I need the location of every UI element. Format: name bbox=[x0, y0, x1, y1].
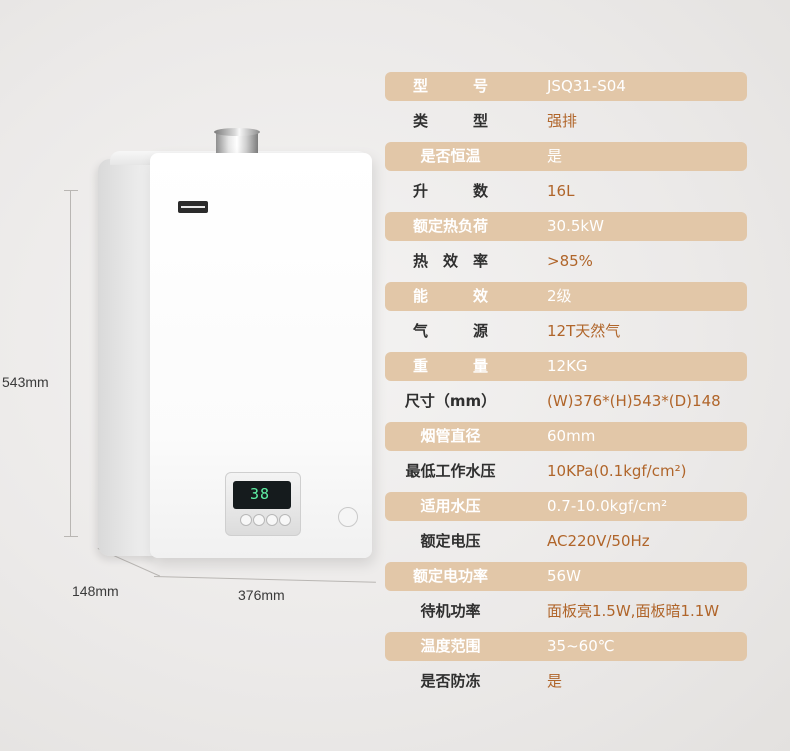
spec-value: 60mm bbox=[547, 427, 596, 445]
spec-value: 是 bbox=[547, 147, 563, 165]
spec-value: 10KPa(0.1kgf/cm²) bbox=[547, 462, 687, 480]
spec-row: 最低工作水压 10KPa(0.1kgf/cm²) bbox=[385, 457, 747, 486]
depth-dimension-label: 148mm bbox=[72, 583, 119, 599]
spec-row: 额定电功率 56W bbox=[385, 562, 747, 591]
spec-value: 2级 bbox=[547, 287, 572, 305]
spec-label: 是否防冻 bbox=[420, 672, 481, 690]
spec-row: 温度范围 35~60℃ bbox=[385, 632, 747, 661]
height-dimension-tick-bottom bbox=[64, 536, 78, 537]
spec-row: 是否防冻 是 bbox=[385, 667, 747, 696]
spec-label: 型 号 bbox=[412, 77, 488, 95]
spec-row: 气 源 12T天然气 bbox=[385, 317, 747, 346]
spec-row: 是否恒温 是 bbox=[385, 142, 747, 171]
spec-label: 最低工作水压 bbox=[405, 462, 496, 480]
spec-label: 额定热负荷 bbox=[412, 217, 488, 235]
spec-label: 温度范围 bbox=[420, 637, 481, 655]
spec-label: 热 效 率 bbox=[412, 252, 488, 270]
spec-value: 强排 bbox=[547, 112, 578, 130]
spec-value: 0.7-10.0kgf/cm² bbox=[547, 497, 668, 515]
height-dimension-line bbox=[70, 190, 71, 536]
spec-value: (W)376*(H)543*(D)148 bbox=[547, 392, 721, 410]
spec-row: 热 效 率 >85% bbox=[385, 247, 747, 276]
height-dimension-tick-top bbox=[64, 190, 78, 191]
spec-row: 待机功率 面板亮1.5W,面板暗1.1W bbox=[385, 597, 747, 626]
spec-value: 12T天然气 bbox=[547, 322, 621, 340]
spec-label: 能 效 bbox=[412, 287, 488, 305]
spec-row: 重 量 12KG bbox=[385, 352, 747, 381]
spec-value: JSQ31-S04 bbox=[547, 77, 626, 95]
spec-label: 气 源 bbox=[412, 322, 488, 340]
spec-row: 适用水压 0.7-10.0kgf/cm² bbox=[385, 492, 747, 521]
spec-value: >85% bbox=[547, 252, 593, 270]
spec-label: 待机功率 bbox=[420, 602, 481, 620]
spec-label: 额定电功率 bbox=[412, 567, 488, 585]
mode-button bbox=[279, 514, 291, 526]
spec-value: 56W bbox=[547, 567, 581, 585]
spec-label: 重 量 bbox=[412, 357, 488, 375]
spec-row: 额定热负荷 30.5kW bbox=[385, 212, 747, 241]
spec-value: 是 bbox=[547, 672, 563, 690]
spec-label: 烟管直径 bbox=[420, 427, 481, 445]
spec-row: 额定电压 AC220V/50Hz bbox=[385, 527, 747, 556]
temperature-display bbox=[233, 481, 291, 509]
width-dimension-line bbox=[153, 576, 376, 583]
spec-label: 升 数 bbox=[412, 182, 488, 200]
spec-row: 类 型 强排 bbox=[385, 107, 747, 136]
spec-label: 类 型 bbox=[412, 112, 488, 130]
certification-badge-icon bbox=[338, 507, 358, 527]
spec-value: 面板亮1.5W,面板暗1.1W bbox=[547, 602, 720, 620]
brand-logo bbox=[178, 201, 208, 213]
spec-row: 尺寸（mm） (W)376*(H)543*(D)148 bbox=[385, 387, 747, 416]
spec-value: 35~60℃ bbox=[547, 637, 615, 655]
spec-row: 型 号 JSQ31-S04 bbox=[385, 72, 747, 101]
spec-label: 是否恒温 bbox=[420, 147, 481, 165]
power-button bbox=[240, 514, 252, 526]
flue-pipe-rim bbox=[214, 128, 260, 136]
spec-value: 30.5kW bbox=[547, 217, 604, 235]
heater-side-panel bbox=[98, 159, 156, 556]
spec-label: 适用水压 bbox=[420, 497, 481, 515]
spec-label: 额定电压 bbox=[420, 532, 481, 550]
spec-label: 尺寸（mm） bbox=[404, 392, 497, 410]
spec-row: 烟管直径 60mm bbox=[385, 422, 747, 451]
up-button bbox=[253, 514, 265, 526]
spec-row: 能 效 2级 bbox=[385, 282, 747, 311]
spec-value: AC220V/50Hz bbox=[547, 532, 650, 550]
height-dimension-label: 543mm bbox=[2, 374, 49, 390]
spec-value: 12KG bbox=[547, 357, 588, 375]
width-dimension-label: 376mm bbox=[238, 587, 285, 603]
spec-value: 16L bbox=[547, 182, 575, 200]
spec-row: 升 数 16L bbox=[385, 177, 747, 206]
down-button bbox=[266, 514, 278, 526]
temperature-display-digits: 38 bbox=[250, 485, 271, 503]
